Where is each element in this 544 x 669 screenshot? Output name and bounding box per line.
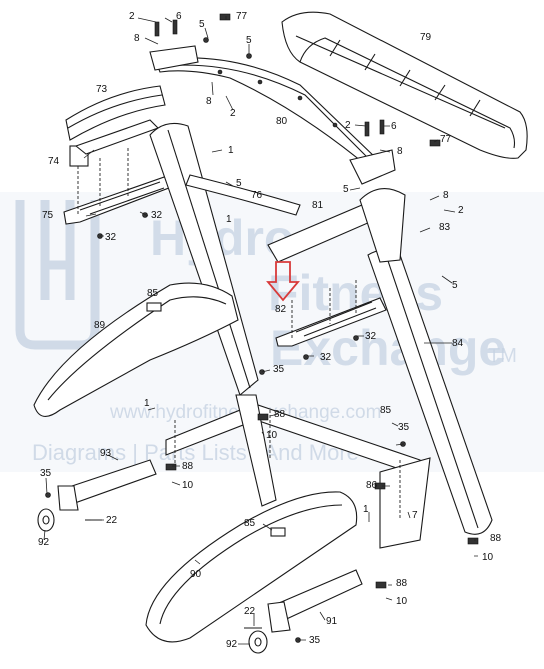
- leader-lines: [43, 16, 478, 645]
- callout-c35c: 35: [40, 468, 52, 479]
- callout-c92b: 92: [226, 639, 238, 650]
- part-93-left-rail: [57, 459, 157, 511]
- callout-c5a: 5: [199, 19, 205, 30]
- callout-c5c: 5: [236, 178, 242, 189]
- callout-c1d: 1: [363, 504, 369, 515]
- callout-c32d: 32: [320, 352, 332, 363]
- callout-c88a: 88: [274, 409, 286, 420]
- part-76-left-upright: [149, 122, 259, 396]
- callout-c74: 74: [48, 156, 60, 167]
- callout-c84: 84: [452, 338, 464, 349]
- watermark-tm: TM: [488, 345, 517, 367]
- part-92-wheel-right: [248, 630, 268, 654]
- part-81-crossmember: [185, 174, 406, 263]
- callout-c8d: 8: [443, 190, 449, 201]
- callout-c8a: 8: [134, 33, 140, 44]
- callout-c1a: 1: [228, 145, 234, 156]
- callout-c79: 79: [420, 32, 432, 43]
- callout-c10c: 10: [482, 552, 494, 563]
- callout-c83: 83: [439, 222, 451, 233]
- callout-c10d: 10: [396, 596, 408, 607]
- callout-c85c: 85: [244, 518, 256, 529]
- callout-c80: 80: [276, 116, 288, 127]
- callout-c22b: 22: [244, 606, 256, 617]
- callout-c35b: 35: [398, 422, 410, 433]
- callout-c82: 82: [275, 304, 287, 315]
- callout-c2a: 2: [129, 11, 135, 22]
- callout-c88c: 88: [490, 533, 502, 544]
- callout-c2d: 2: [458, 205, 464, 216]
- callout-c6a: 6: [176, 11, 182, 22]
- part-80-upper-crossbar: [149, 45, 396, 185]
- callout-c7: 7: [412, 510, 418, 521]
- callout-c93: 93: [100, 448, 112, 459]
- red-arrow-indicator: [266, 261, 300, 302]
- callout-c1b: 1: [226, 214, 232, 225]
- callout-c22a: 22: [106, 515, 118, 526]
- callout-c77b: 77: [440, 134, 452, 145]
- callout-c5d: 5: [343, 184, 349, 195]
- callout-c8b: 8: [206, 96, 212, 107]
- base-frame: [165, 394, 431, 549]
- callout-c35a: 35: [273, 364, 285, 375]
- part-85-plate-a: [146, 302, 162, 312]
- callout-c85b: 85: [380, 405, 392, 416]
- callout-c77a: 77: [236, 11, 248, 22]
- callout-c90: 90: [190, 569, 202, 580]
- callout-c32a: 32: [105, 232, 117, 243]
- callout-c88b: 88: [182, 461, 194, 472]
- callout-c35d: 35: [309, 635, 321, 646]
- callout-c2c: 2: [345, 120, 351, 131]
- callout-c6b: 6: [391, 121, 397, 132]
- part-89-left-side-cover: [33, 282, 239, 417]
- callout-c85a: 85: [147, 288, 159, 299]
- callout-c75: 75: [42, 210, 54, 221]
- watermark-tagline: Diagrams | Parts Lists | And More: [32, 440, 359, 465]
- callout-c86: 86: [366, 480, 378, 491]
- callout-c89: 89: [94, 320, 106, 331]
- callout-c2b: 2: [230, 108, 236, 119]
- callout-c88d: 88: [396, 578, 408, 589]
- part-75-left-arm-cover: [63, 148, 175, 225]
- part-79-console-cover: [281, 11, 528, 159]
- callout-c5b: 5: [246, 35, 252, 46]
- callout-c10b: 10: [182, 480, 194, 491]
- callout-c8c: 8: [397, 146, 403, 157]
- part-92-wheel-left: [37, 508, 55, 532]
- callout-c1c: 1: [144, 398, 150, 409]
- part-85-plate-b: [270, 527, 286, 537]
- callout-c76: 76: [251, 190, 263, 201]
- callout-c32b: 32: [151, 210, 163, 221]
- callout-c81a: 81: [312, 200, 324, 211]
- part-90-right-side-cover: [145, 491, 358, 643]
- callout-c91: 91: [326, 616, 338, 627]
- part-91-right-rail: [267, 569, 363, 633]
- part-82-right-arm-cover: [275, 280, 387, 347]
- callout-c10a: 10: [266, 430, 278, 441]
- callout-c32c: 32: [365, 331, 377, 342]
- callout-c92a: 92: [38, 537, 50, 548]
- part-73-left-grip: [65, 85, 166, 141]
- callout-c5e: 5: [452, 280, 458, 291]
- callout-c73: 73: [96, 84, 108, 95]
